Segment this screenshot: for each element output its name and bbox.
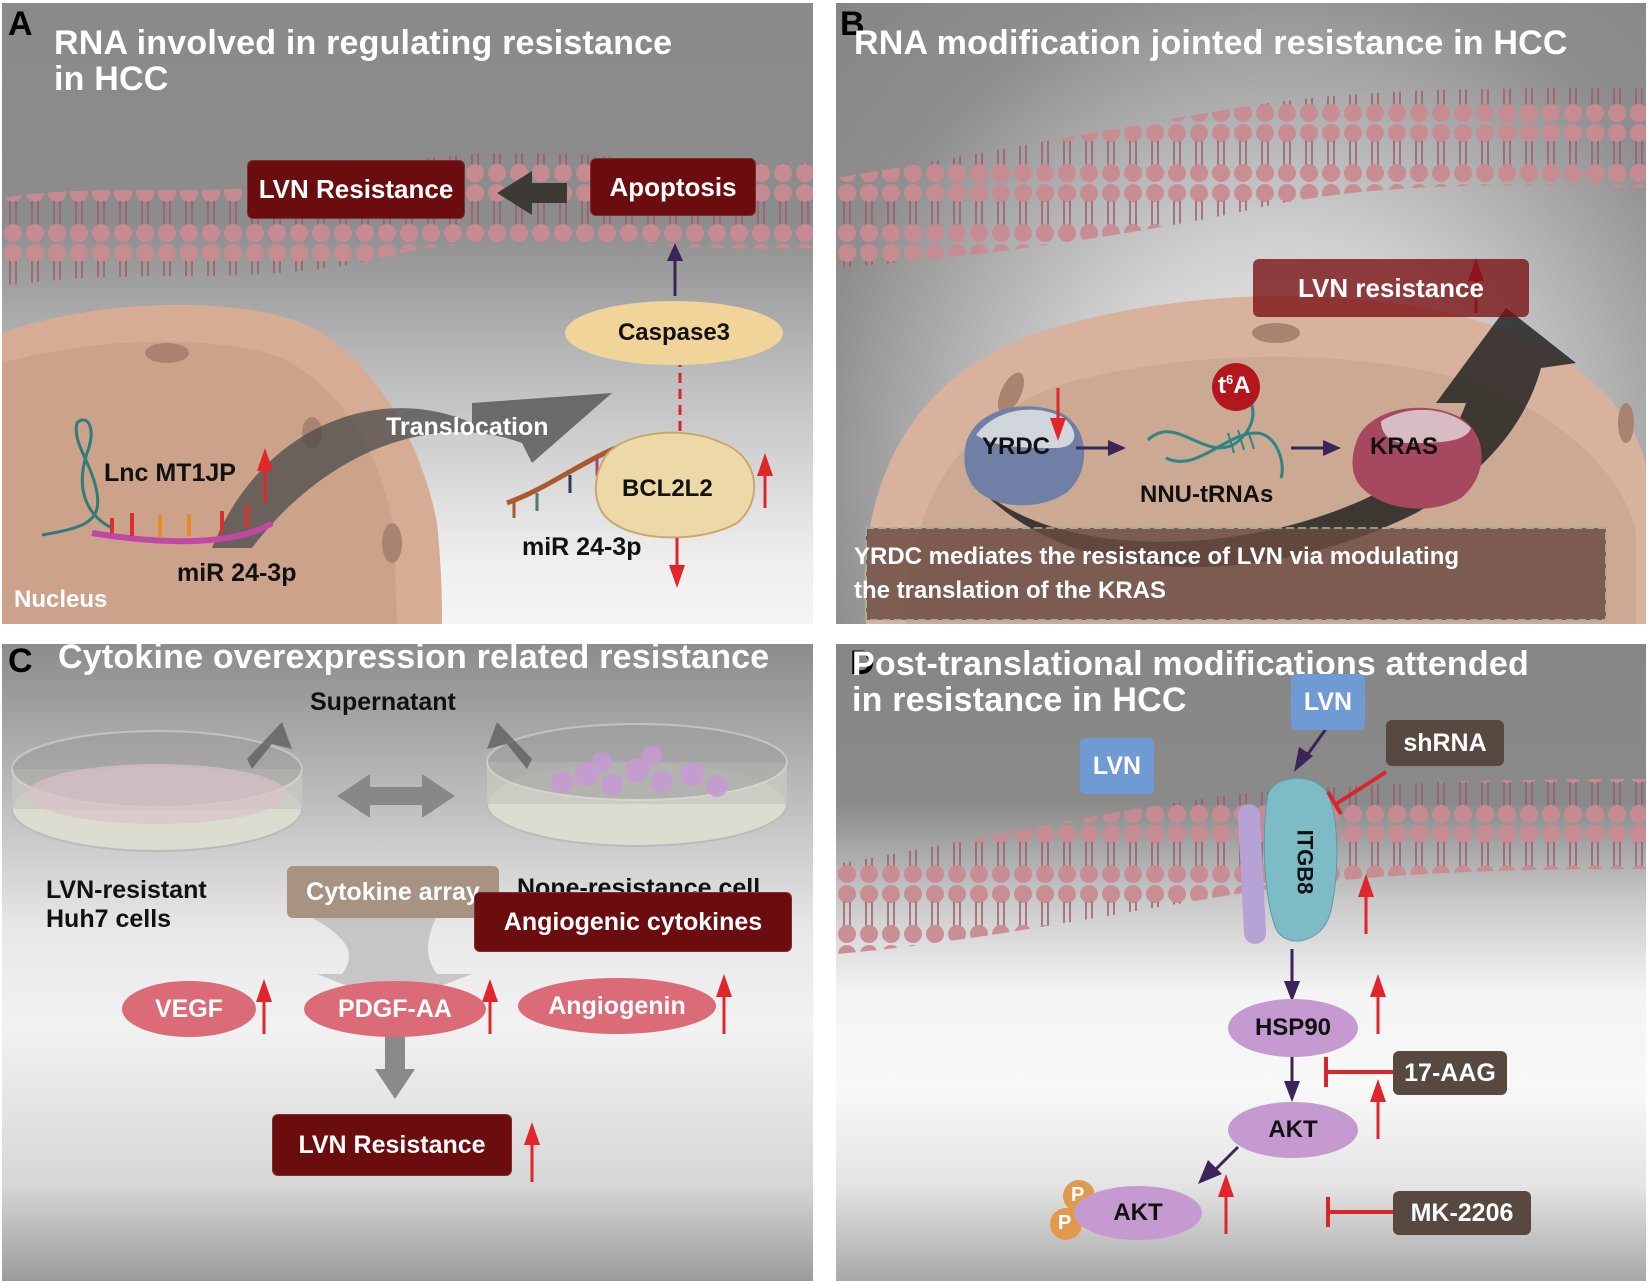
supernatant-arrow-left: [247, 722, 292, 769]
lnc-mt1jp-label: Lnc MT1JP: [104, 459, 236, 487]
caption-box: [865, 527, 1607, 621]
down-arrow-icon: [1050, 388, 1066, 441]
funnel-arrow: [287, 906, 472, 1004]
label-line: LVN-resistant: [46, 876, 207, 904]
block-arrow-down-icon: [375, 1036, 415, 1099]
itgb-partner-protein: [1237, 804, 1267, 944]
panel-a: A RNA involved in regulating resistance …: [2, 3, 813, 624]
down-arrow-icon: [669, 538, 685, 588]
panel-b: B RNA modification jointed resistance in…: [836, 3, 1646, 624]
panel-c-illustration: [11, 722, 788, 1182]
title-line: RNA involved in regulating resistance: [54, 24, 673, 62]
lvn-box: LVN: [1080, 738, 1154, 794]
panel-d-title: Post-translational modifications attende…: [852, 644, 1529, 718]
inhibitor-mk-2206-box: MK-2206: [1393, 1191, 1531, 1235]
panel-a-illustration: [2, 152, 813, 624]
phospho-akt-node: AKT: [1074, 1186, 1202, 1240]
nnu-trnas-label: NNU-tRNAs: [1140, 481, 1274, 508]
angiogenic-cytokines-box: Angiogenic cytokines: [474, 892, 792, 952]
pathway-arrow-icon: [1291, 440, 1341, 456]
up-arrow-icon: [256, 979, 272, 1034]
up-arrow-icon: [1358, 874, 1374, 934]
shrna-box: shRNA: [1386, 720, 1504, 766]
panel-a-title: RNA involved in regulating resistance in…: [54, 25, 672, 97]
kras-label: KRAS: [1370, 433, 1439, 460]
up-arrow-icon: [524, 1122, 540, 1182]
up-arrow-icon: [1370, 1079, 1386, 1139]
panel-c: C Cytokine overexpression related resist…: [2, 644, 813, 1281]
translocation-label: Translocation: [386, 413, 549, 441]
panel-b-caption: YRDC mediates the resistance of LVN via …: [854, 540, 1459, 608]
nucleus-label: Nucleus: [14, 586, 108, 613]
bcl2l2-label: BCL2L2: [622, 475, 713, 502]
pathway-arrow-icon: [1284, 1056, 1300, 1102]
mir-strand-left: [91, 520, 274, 545]
mir-24-3p-label: miR 24-3p: [522, 533, 642, 561]
caption-line: YRDC mediates the resistance of LVN via …: [854, 543, 1460, 570]
up-arrow-icon: [1370, 974, 1386, 1034]
panel-letter: A: [8, 5, 33, 43]
lvn-resistant-cells-label: LVN-resistant Huh7 cells: [46, 876, 207, 934]
apoptosis-box: Apoptosis: [590, 158, 756, 216]
lnc-rna-strand: [41, 418, 113, 537]
yrdc-label: YRDC: [982, 433, 1051, 460]
translocation-arrow: [212, 393, 612, 548]
panel-letter: D: [850, 644, 875, 682]
panel-b-title: RNA modification jointed resistance in H…: [854, 24, 1568, 62]
itgb8-label: ITGB8: [1292, 829, 1318, 895]
pathway-arrow-icon: [1294, 725, 1330, 772]
hsp90-node: HSP90: [1228, 999, 1358, 1057]
lvn-box: LVN: [1291, 674, 1365, 730]
title-line: in HCC: [54, 60, 169, 98]
label-line: Huh7 cells: [46, 905, 172, 933]
caspase3-node: Caspase3: [565, 301, 783, 365]
panel-b-illustration: [836, 88, 1646, 624]
mir-24-3p-label: miR 24-3p: [177, 559, 297, 587]
t6a-modification: [1212, 363, 1260, 411]
up-arrow-icon: [757, 453, 773, 508]
title-line: Post-translational modifications attende…: [852, 645, 1529, 683]
lvn-resistance-box: LVN resistance: [1253, 259, 1529, 317]
cell-membrane: [836, 88, 1646, 268]
supernatant-label: Supernatant: [310, 688, 456, 716]
panel-d: D Post-translational modifications atten…: [836, 644, 1646, 1281]
panel-d-illustration: [836, 725, 1646, 1240]
t6a-sup: 6: [1226, 372, 1234, 387]
pathway-arrow-icon: [667, 243, 683, 261]
lvn-resistance-box: LVN Resistance: [247, 160, 465, 219]
akt-node: AKT: [1228, 1102, 1358, 1158]
up-arrow-icon: [716, 974, 732, 1034]
phosphate-label: P: [1058, 1212, 1072, 1234]
pathway-arrow-icon: [1198, 1145, 1240, 1184]
petri-dish-non-resistant: [486, 723, 788, 847]
inhibition-line: [1334, 770, 1388, 806]
t6a-label: t6A: [1218, 372, 1251, 400]
t6a-end: A: [1233, 372, 1251, 399]
bcl2l2-protein: [594, 431, 756, 539]
supernatant-arrow-right: [487, 722, 532, 769]
up-arrow-icon: [482, 979, 498, 1034]
panel-letter: C: [8, 644, 33, 680]
vegf-node: VEGF: [122, 981, 256, 1037]
petri-dish-resistant: [11, 730, 303, 852]
title-text: Cytokine overexpression related resistan…: [58, 644, 770, 676]
panel-c-title: Cytokine overexpression related resistan…: [58, 644, 769, 675]
block-arrow-left-icon: [497, 171, 567, 215]
pathway-arrow-icon: [1076, 440, 1126, 456]
panel-letter: B: [840, 5, 865, 43]
pdgf-aa-node: PDGF-AA: [304, 981, 486, 1037]
double-arrow-icon: [337, 774, 455, 818]
up-arrow-icon: [1218, 1174, 1234, 1234]
t6a-base: t: [1218, 372, 1226, 399]
caption-line: the translation of the KRAS: [854, 577, 1167, 604]
up-arrow-icon: [257, 448, 273, 503]
angiogenin-node: Angiogenin: [518, 978, 716, 1034]
phosphate-label: P: [1071, 1184, 1085, 1206]
lvn-resistance-box: LVN Resistance: [272, 1114, 512, 1176]
itgb8-protein: [1263, 777, 1338, 942]
pathway-arrow-icon: [1284, 949, 1300, 1002]
cytokine-array-box: Cytokine array: [287, 866, 499, 918]
title-line: in resistance in HCC: [852, 681, 1187, 719]
inhibitor-17-aag-box: 17-AAG: [1393, 1051, 1507, 1095]
